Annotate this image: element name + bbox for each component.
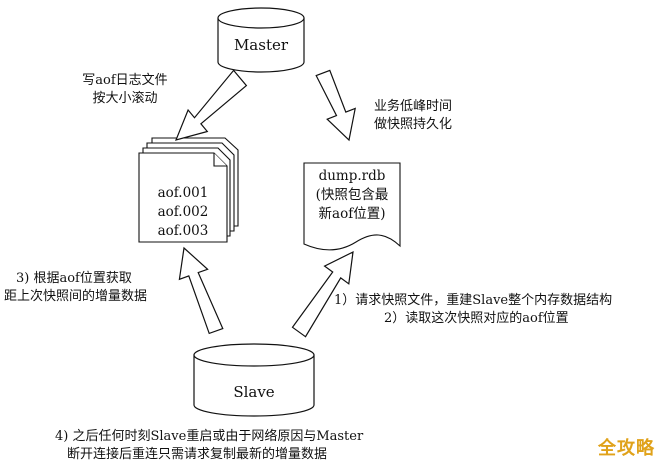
aof-file: aof.003: [157, 223, 209, 239]
rdb-line: dump.rdb: [318, 168, 386, 184]
arrow-master-to-rdb: [315, 69, 356, 142]
rdb-line: 新aof位置): [318, 206, 386, 222]
slave-node: [193, 343, 315, 417]
master-node: [217, 7, 305, 73]
edge-label-master-to-rdb: 业务低峰时间 做快照持久化: [373, 99, 452, 132]
master-label: Master: [233, 36, 289, 54]
arrow-slave-to-aof: [178, 246, 224, 335]
rdb-document: [303, 162, 401, 251]
watermark-logo: 全攻略: [598, 438, 655, 459]
aof-file: aof.001: [157, 185, 209, 201]
aof-file-list: aof.001 aof.002 aof.003: [139, 184, 227, 241]
aof-file: aof.002: [157, 204, 209, 220]
slave-label: Slave: [233, 383, 275, 401]
aof-document-stack: [138, 137, 239, 243]
arrow-slave-to-rdb: [291, 250, 354, 338]
edge-label-aof-to-slave: 3) 根据aof位置获取 距上次快照间的增量数据: [4, 271, 148, 304]
footer-note: 4) 之后任何时刻Slave重启或由于网络原因与Master 断开连接后重连只需…: [55, 429, 364, 462]
arrow-master-to-aof: [174, 69, 248, 141]
edge-label-master-to-aof: 写aof日志文件 按大小滚动: [82, 73, 168, 106]
rdb-file-text: dump.rdb (快照包含最 新aof位置): [300, 167, 404, 224]
edge-label-rdb-to-slave: 1）请求快照文件，重建Slave整个内存数据结构 2）读取这次快照对应的aof位…: [334, 293, 613, 326]
rdb-line: (快照包含最: [315, 187, 389, 203]
